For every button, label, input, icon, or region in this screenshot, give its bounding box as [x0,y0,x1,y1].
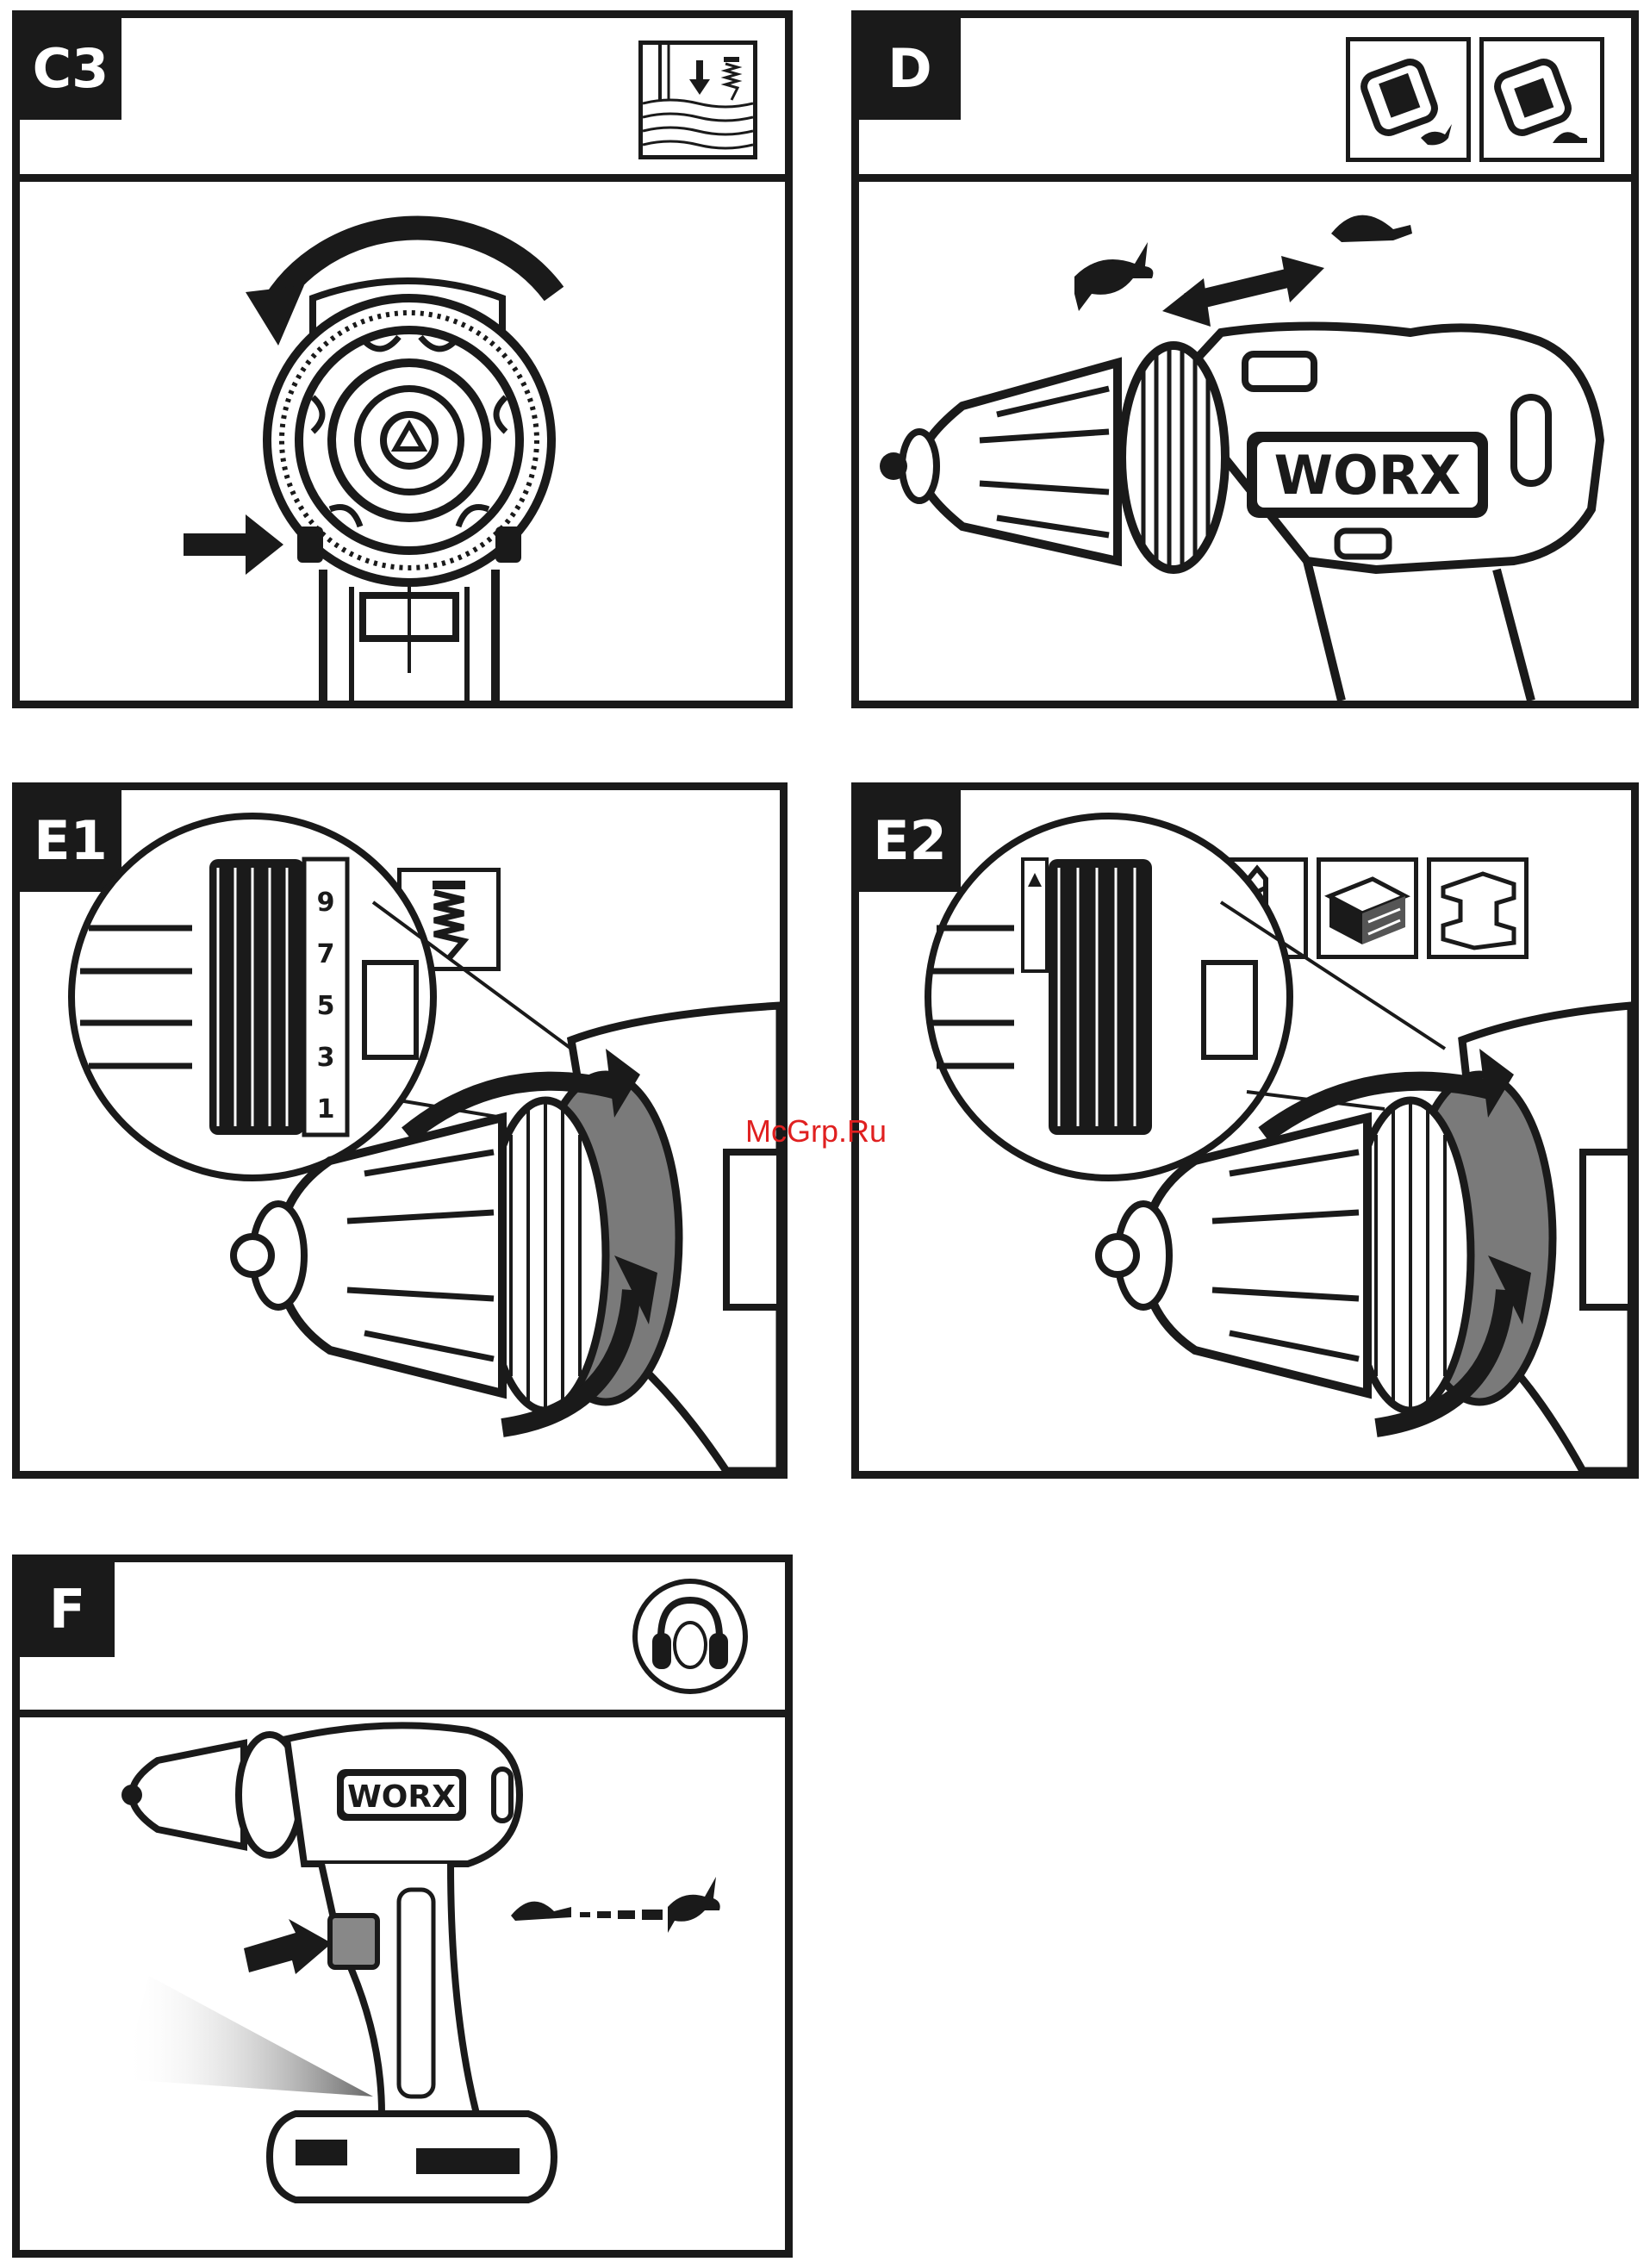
rabbit-icon [1074,242,1153,311]
panel-label: C3 [20,18,121,120]
watermark: McGrp.Ru [745,1113,887,1150]
worx-logo: WORX [1274,444,1461,507]
worx-logo: WORX [347,1779,456,1815]
panel-header: D [859,18,1631,182]
panel-header: F [20,1562,785,1717]
panel-d: D [851,10,1639,708]
drill-front-illustration [20,182,785,701]
panel-label: F [20,1562,115,1657]
dial-number: 7 [317,939,335,969]
screw-into-wood-icon [638,40,757,159]
panel-f: F [12,1555,793,2258]
torque-collar-drill-mode-illustration [859,790,1631,1471]
panel-e1: E1 9 7 5 [12,782,788,1479]
dial-number: 1 [317,1094,335,1125]
dial-number: 9 [317,888,335,918]
panel-c3: C3 [12,10,793,708]
panel-label: D [859,18,961,120]
panel-e2: E2 [851,782,1639,1479]
panel-header: C3 [20,18,785,182]
turtle-icon [1331,215,1412,242]
dial-number: 5 [317,991,335,1021]
drill-trigger-illustration: WORX [20,1717,785,2250]
ear-protection-icon [630,1576,750,1697]
gear-low-speed-turtle-icon [1479,37,1604,162]
torque-collar-illustration: 9 7 5 3 1 [20,790,780,1471]
dial-number: 3 [317,1043,335,1073]
gear-high-speed-rabbit-icon [1346,37,1471,162]
drill-side-illustration: WORX [859,182,1631,701]
